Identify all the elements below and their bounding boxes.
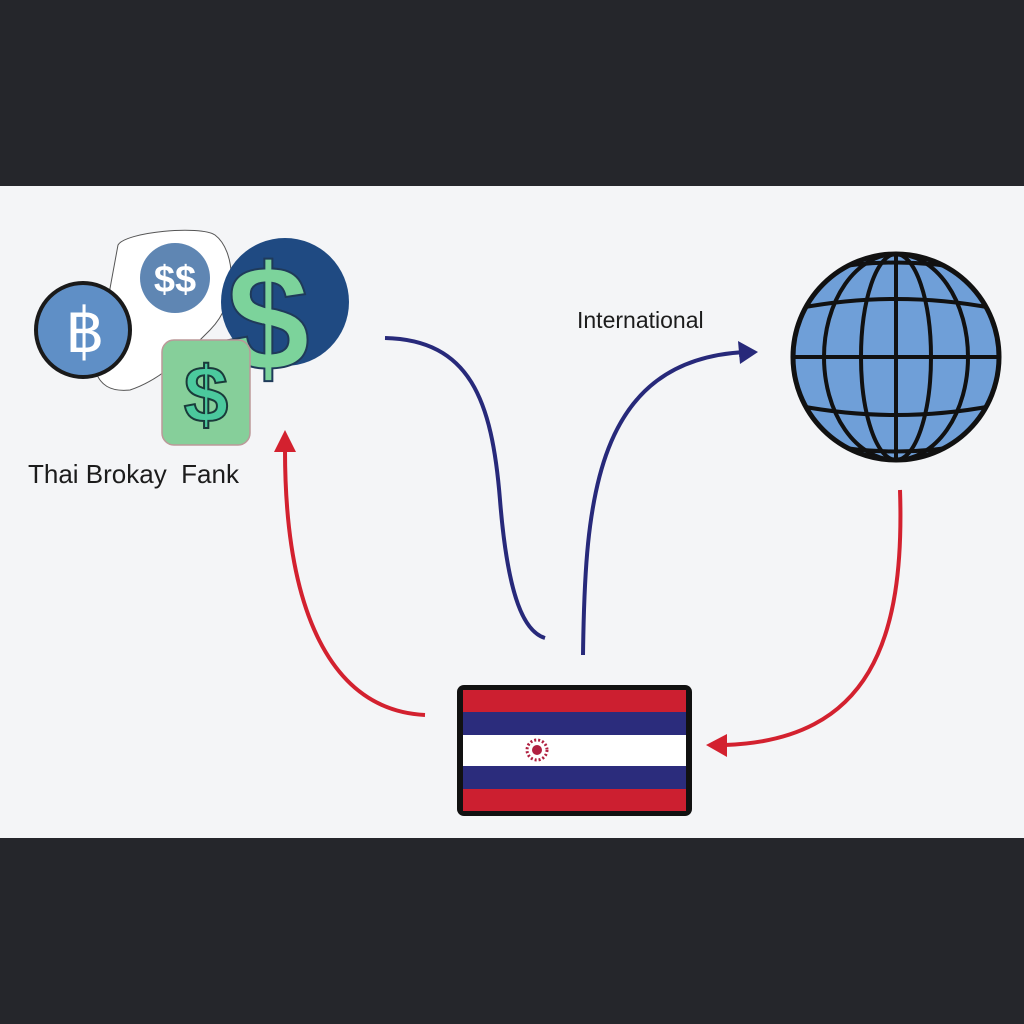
double-dollar-icon: $$ [154,259,196,301]
globe-to-flag-arrow [724,489,903,747]
bank-arrowhead [274,430,296,452]
bank-to-flag-flow-line [384,336,546,640]
international-arrowhead [738,341,758,364]
international-label: International [577,307,704,333]
dollar-cluster-circle-icon [140,243,210,313]
bank-label: Thai Brokay Fank [28,459,239,489]
bank-currency-icon-group: $$ $ ฿ $ [34,229,349,446]
dark-blue-circle-icon [221,238,349,366]
baht-symbol: ฿ [65,294,104,367]
thai-flag-icon [457,685,692,816]
flag-arrowhead [706,734,727,757]
green-dollar-note-icon [161,339,251,446]
flag-to-international-arrow [581,347,749,656]
baht-coin-icon [34,281,132,379]
flag-to-bank-arrow [283,449,426,717]
small-dollar-icon: $ [184,350,229,439]
flag-emblem-icon [525,738,549,762]
globe-icon [790,251,1002,463]
